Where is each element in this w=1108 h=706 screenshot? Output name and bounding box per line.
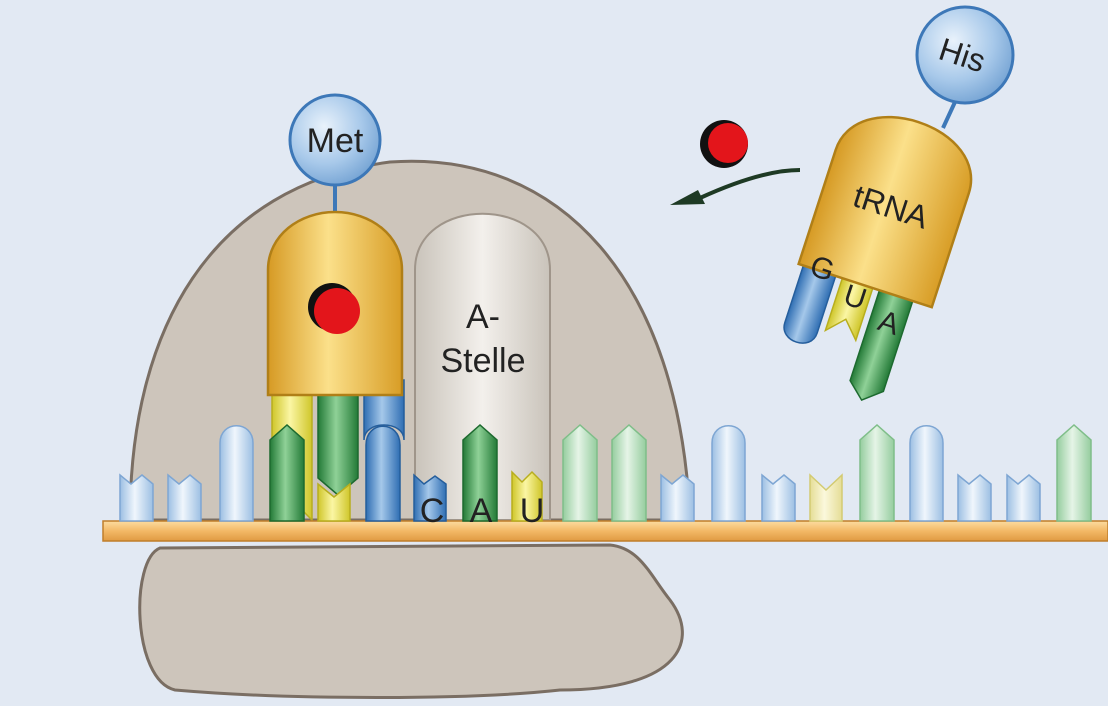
- mrna-base: [562, 423, 598, 522]
- his-amino-acid: [915, 5, 1015, 105]
- met-label: Met: [307, 122, 364, 160]
- incoming-trna-body: [797, 115, 973, 309]
- mrna-base: [413, 473, 447, 522]
- mrna-base: [1006, 473, 1041, 522]
- bound-anticodon-green: [317, 379, 359, 496]
- his-stem: [941, 101, 957, 129]
- a-site-label-line1: A-: [466, 298, 500, 336]
- mrna-base: [269, 423, 305, 522]
- a-site-channel: [414, 212, 551, 521]
- mrna-bases: [119, 423, 1092, 522]
- mrna-base: [809, 473, 843, 522]
- codon-letter-1: C: [420, 492, 445, 530]
- met-amino-acid: [288, 93, 382, 187]
- free-release-factor-dot: [708, 123, 748, 163]
- mrna-base: [119, 473, 154, 522]
- mrna-base: [909, 425, 944, 522]
- mrna-base: [511, 470, 543, 522]
- mrna-base: [859, 423, 895, 522]
- mrna-strand: [102, 520, 1108, 542]
- a-site-label-line2: Stelle: [440, 342, 525, 380]
- bound-release-factor-dot: [314, 288, 360, 334]
- mrna-base: [761, 473, 796, 522]
- small-ribosome-subunit: [138, 543, 684, 699]
- movement-arrow-head: [670, 190, 705, 205]
- mrna-base: [711, 425, 746, 522]
- mrna-base: [1056, 423, 1092, 522]
- incoming-trna: tRNA G U A: [783, 115, 973, 402]
- movement-arrow: [699, 168, 801, 200]
- mrna-base: [167, 473, 202, 522]
- mrna-base: [317, 482, 351, 522]
- codon-letter-2: A: [470, 492, 493, 530]
- mrna-base: [957, 473, 992, 522]
- mrna-base: [660, 473, 695, 522]
- codon-letter-3: U: [520, 492, 545, 530]
- mrna-base: [462, 423, 498, 522]
- mrna-base: [219, 425, 254, 522]
- mrna-base: [365, 425, 401, 522]
- mrna-base: [611, 423, 647, 522]
